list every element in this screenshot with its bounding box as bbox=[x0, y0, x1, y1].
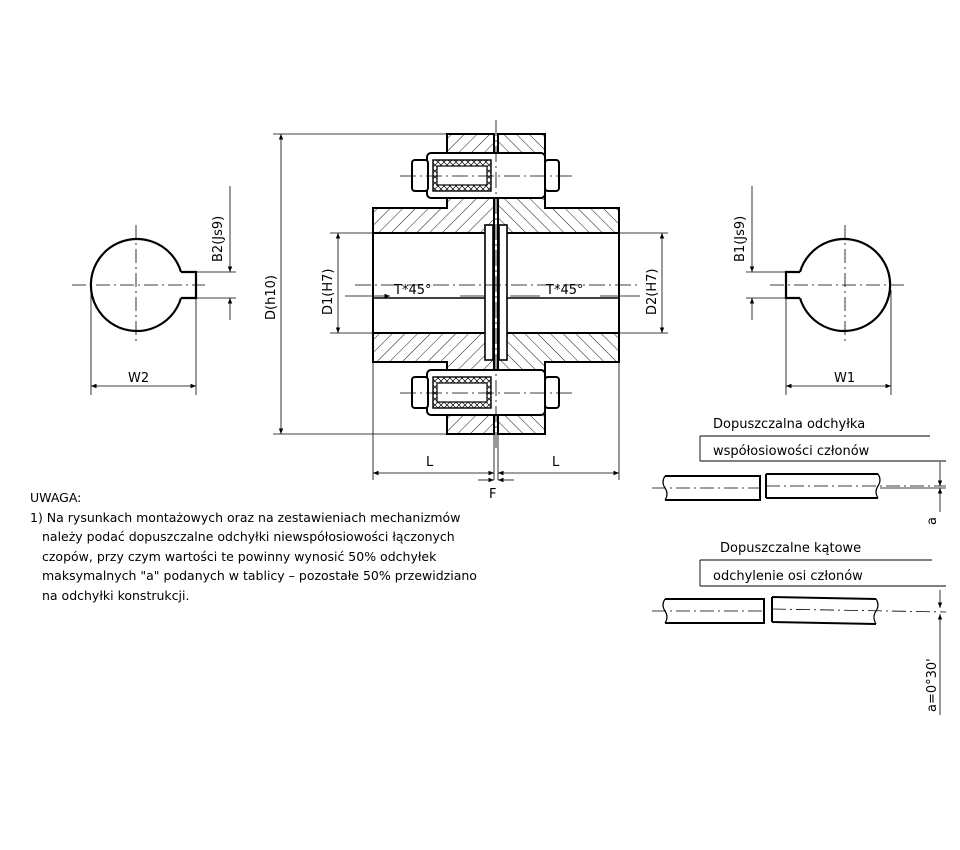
note-line-1: 1) Na rysunkach montażowych oraz na zest… bbox=[30, 509, 461, 525]
w2-label: W2 bbox=[128, 371, 149, 386]
a-angle-label: a=0°30' bbox=[925, 658, 940, 712]
w1-label: W1 bbox=[834, 371, 855, 386]
d1-label: D1(H7) bbox=[321, 269, 336, 315]
l-right-label: L bbox=[552, 455, 560, 470]
panel1-title-line1: Dopuszczalna odchyłka bbox=[713, 417, 865, 432]
a-label: a bbox=[925, 517, 940, 525]
chamfer-right-label: T*45° bbox=[545, 283, 583, 298]
panel2-title-line2: odchylenie osi członów bbox=[713, 569, 863, 584]
l-left-label: L bbox=[426, 455, 434, 470]
note-line-4: maksymalnych "a" podanych w tablicy – po… bbox=[42, 568, 477, 583]
chamfer-left-label: T*45° bbox=[393, 283, 431, 298]
d-label: D(h10) bbox=[264, 275, 279, 320]
note-line-2: należy podać dopuszczalne odchyłki niews… bbox=[42, 529, 455, 544]
d2-label: D2(H7) bbox=[645, 269, 660, 315]
right-shaft-section bbox=[746, 186, 905, 395]
f-label: F bbox=[489, 487, 496, 502]
note-heading: UWAGA: bbox=[30, 490, 82, 505]
parallel-misalignment-panel bbox=[652, 435, 946, 512]
note-line-5: na odchyłki konstrukcji. bbox=[42, 587, 190, 603]
coupling-assembly bbox=[273, 120, 668, 483]
note-block: UWAGA: 1) Na rysunkach montażowych oraz … bbox=[30, 488, 630, 605]
note-line-3: czopów, przy czym wartości te powinny wy… bbox=[42, 548, 437, 564]
panel1-title-line2: współosiowości członów bbox=[713, 444, 870, 459]
panel2-title-line1: Dopuszczalne kątowe bbox=[720, 541, 861, 556]
b1-label: B1(Js9) bbox=[733, 216, 748, 262]
left-shaft-section bbox=[72, 186, 236, 395]
angular-misalignment-panel bbox=[652, 559, 947, 715]
b2-label: B2(Js9) bbox=[211, 216, 226, 262]
